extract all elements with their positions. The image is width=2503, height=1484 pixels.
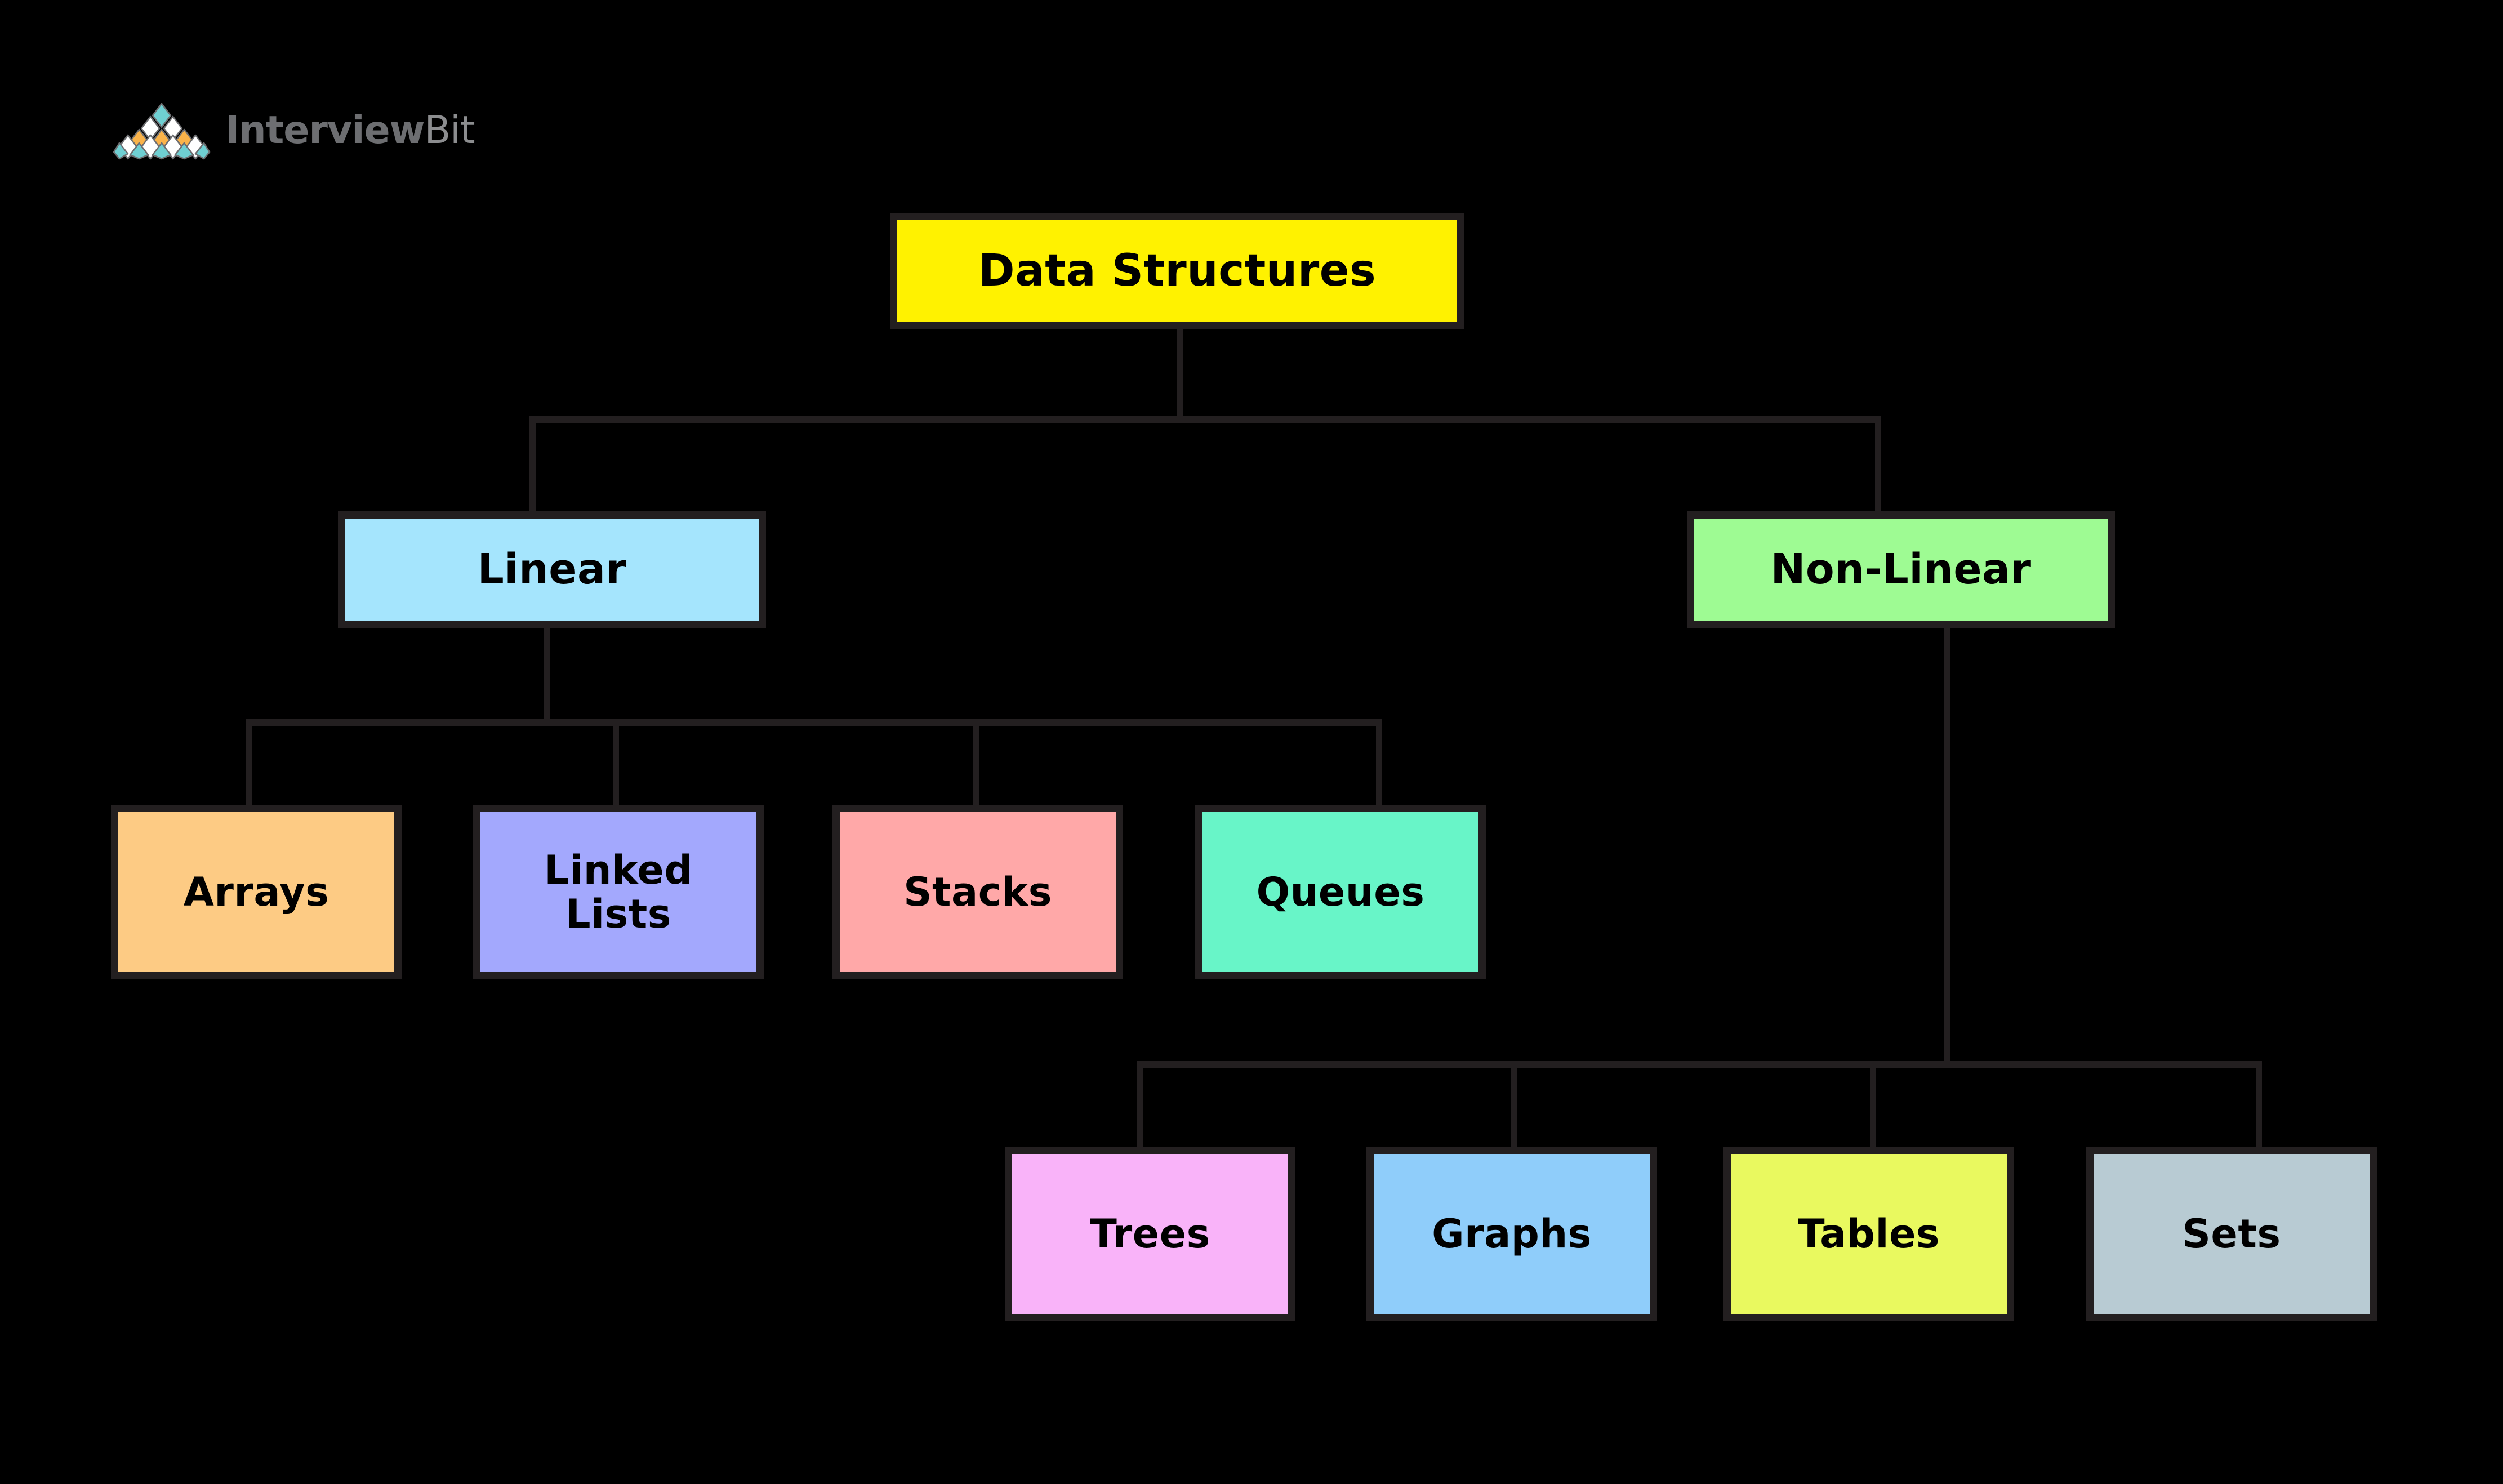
- node-trees[interactable]: Trees: [1005, 1147, 1295, 1321]
- interviewbit-wordmark: InterviewBit: [225, 112, 475, 150]
- node-label: Queues: [1256, 868, 1425, 915]
- node-sets[interactable]: Sets: [2086, 1147, 2377, 1321]
- interviewbit-diamond-logo-icon: [113, 103, 211, 160]
- edge-non-linear-stub: [1944, 628, 1950, 1067]
- edge-bus-non-linear-children: [1137, 1061, 2262, 1068]
- node-label: Linear: [477, 545, 627, 594]
- node-tables[interactable]: Tables: [1723, 1147, 2014, 1321]
- node-label: Graphs: [1432, 1210, 1592, 1257]
- edge-bus-to-non-linear: [1875, 416, 1881, 513]
- edge-bus-to-linear: [529, 416, 536, 513]
- edge-linear-stub: [544, 628, 550, 723]
- edge-non-linear-to-graphs: [1511, 1061, 1517, 1147]
- wordmark-bit: Bit: [424, 108, 475, 153]
- edge-non-linear-to-trees: [1137, 1061, 1143, 1147]
- node-label: Stacks: [903, 868, 1052, 915]
- node-label: Tables: [1797, 1210, 1940, 1257]
- node-graphs[interactable]: Graphs: [1366, 1147, 1657, 1321]
- node-stacks[interactable]: Stacks: [832, 805, 1123, 979]
- edge-linear-to-arrays: [246, 719, 252, 805]
- node-linear[interactable]: Linear: [338, 511, 766, 628]
- node-linked-lists[interactable]: Linked Lists: [473, 805, 764, 979]
- wordmark-interview: Interview: [225, 108, 425, 153]
- edge-root-stub: [1177, 329, 1183, 420]
- edge-bus-level1: [529, 416, 1881, 423]
- node-data-structures[interactable]: Data Structures: [890, 213, 1464, 329]
- node-label: Data Structures: [978, 245, 1377, 296]
- edge-linear-to-stacks: [973, 719, 979, 805]
- edge-linear-to-linked-lists: [613, 719, 619, 805]
- node-label: Non-Linear: [1770, 545, 2032, 594]
- node-label: Sets: [2182, 1210, 2281, 1257]
- edge-non-linear-to-tables: [1870, 1061, 1876, 1147]
- edge-linear-to-queues: [1376, 719, 1382, 805]
- edge-bus-linear-children: [246, 719, 1382, 726]
- edge-non-linear-to-sets: [2256, 1061, 2262, 1147]
- node-label: Linked Lists: [544, 846, 693, 937]
- node-label: Trees: [1090, 1210, 1210, 1257]
- node-label: Arrays: [183, 868, 329, 915]
- node-queues[interactable]: Queues: [1195, 805, 1486, 979]
- node-arrays[interactable]: Arrays: [111, 805, 402, 979]
- node-non-linear[interactable]: Non-Linear: [1687, 511, 2115, 628]
- interviewbit-logo: InterviewBit: [110, 100, 475, 161]
